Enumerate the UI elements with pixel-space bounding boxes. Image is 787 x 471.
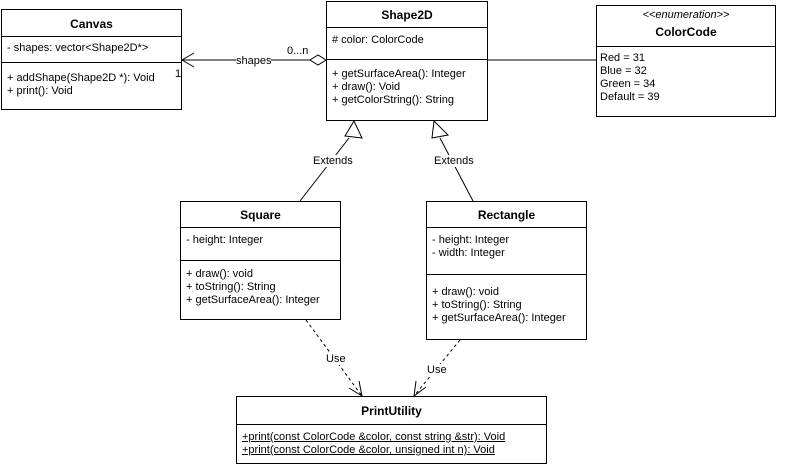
class-square-name: Square xyxy=(181,202,340,228)
method: + getSurfaceArea(): Integer xyxy=(332,68,466,80)
static-method: +print(const ColorCode &color, unsigned … xyxy=(242,444,495,456)
rectangle-extends-label: Extends xyxy=(434,155,474,167)
class-shape2d[interactable]: Shape2D # color: ColorCode + getSurfaceA… xyxy=(326,1,488,121)
class-printutility-name: PrintUtility xyxy=(237,397,546,425)
aggregation-label: shapes xyxy=(236,55,272,67)
enum-colorcode-name: ColorCode xyxy=(655,25,717,39)
attribute: # color: ColorCode xyxy=(332,34,424,46)
class-canvas[interactable]: Canvas - shapes: vector<Shape2D*> + addS… xyxy=(1,9,182,110)
class-rectangle-methods: + draw(): void + toString(): String + ge… xyxy=(427,275,586,325)
attribute: - height: Integer xyxy=(432,234,510,246)
enum-colorcode-literals: Red = 31 Blue = 32 Green = 34 Default = … xyxy=(597,47,775,104)
class-canvas-methods: + addShape(Shape2D *): Void + print(): V… xyxy=(2,63,181,98)
method: + draw(): Void xyxy=(332,81,401,93)
static-method: +print(const ColorCode &color, const str… xyxy=(242,431,506,443)
square-extends-line xyxy=(299,137,350,202)
enum-literal: Blue = 32 xyxy=(600,65,647,77)
class-square[interactable]: Square - height: Integer + draw(): void … xyxy=(180,201,341,320)
class-rectangle-attributes: - height: Integer - width: Integer xyxy=(427,228,586,275)
rectangle-extends-triangle xyxy=(431,119,450,139)
class-shape2d-name: Shape2D xyxy=(327,2,487,28)
method: + addShape(Shape2D *): Void xyxy=(7,72,155,84)
rectangle-use-label: Use xyxy=(427,364,447,376)
class-canvas-attributes: - shapes: vector<Shape2D*> xyxy=(2,37,181,63)
class-canvas-name: Canvas xyxy=(2,10,181,37)
class-square-attributes: - height: Integer xyxy=(181,228,340,261)
aggregation-target-multiplicity: 1 xyxy=(175,68,182,80)
method: + print(): Void xyxy=(7,85,73,97)
class-printutility-methods: +print(const ColorCode &color, const str… xyxy=(237,425,546,457)
class-shape2d-attributes: # color: ColorCode xyxy=(327,28,487,60)
enum-literal: Green = 34 xyxy=(600,78,656,90)
square-use-line xyxy=(305,319,363,397)
enum-stereotype: <<enumeration>> xyxy=(642,9,730,21)
attribute: - shapes: vector<Shape2D*> xyxy=(7,42,149,54)
method: + draw(): void xyxy=(186,268,253,280)
enum-colorcode[interactable]: <<enumeration>> ColorCode Red = 31 Blue … xyxy=(596,5,776,117)
method: + getSurfaceArea(): Integer xyxy=(186,294,320,306)
method: + getSurfaceArea(): Integer xyxy=(432,312,566,324)
method: + getColorString(): String xyxy=(332,94,454,106)
enum-literal: Red = 31 xyxy=(600,52,645,64)
square-use-label: Use xyxy=(326,353,346,365)
attribute: - width: Integer xyxy=(432,247,505,259)
square-extends-triangle xyxy=(344,119,363,139)
method: + draw(): void xyxy=(432,286,499,298)
class-rectangle-name: Rectangle xyxy=(427,202,586,228)
method: + toString(): String xyxy=(186,281,276,293)
class-printutility[interactable]: PrintUtility +print(const ColorCode &col… xyxy=(236,396,547,464)
attribute: - height: Integer xyxy=(186,234,264,246)
aggregation-source-multiplicity: 0...n xyxy=(287,45,309,57)
square-extends-label: Extends xyxy=(313,155,353,167)
enum-colorcode-header: <<enumeration>> ColorCode xyxy=(597,6,775,47)
class-shape2d-methods: + getSurfaceArea(): Integer + draw(): Vo… xyxy=(327,60,487,107)
aggregation-arrowhead xyxy=(181,52,195,68)
rectangle-extends-line xyxy=(439,137,474,202)
class-square-methods: + draw(): void + toString(): String + ge… xyxy=(181,261,340,307)
aggregation-diamond xyxy=(309,54,327,66)
class-rectangle[interactable]: Rectangle - height: Integer - width: Int… xyxy=(426,201,587,340)
method: + toString(): String xyxy=(432,299,522,311)
enum-literal: Default = 39 xyxy=(600,91,660,103)
